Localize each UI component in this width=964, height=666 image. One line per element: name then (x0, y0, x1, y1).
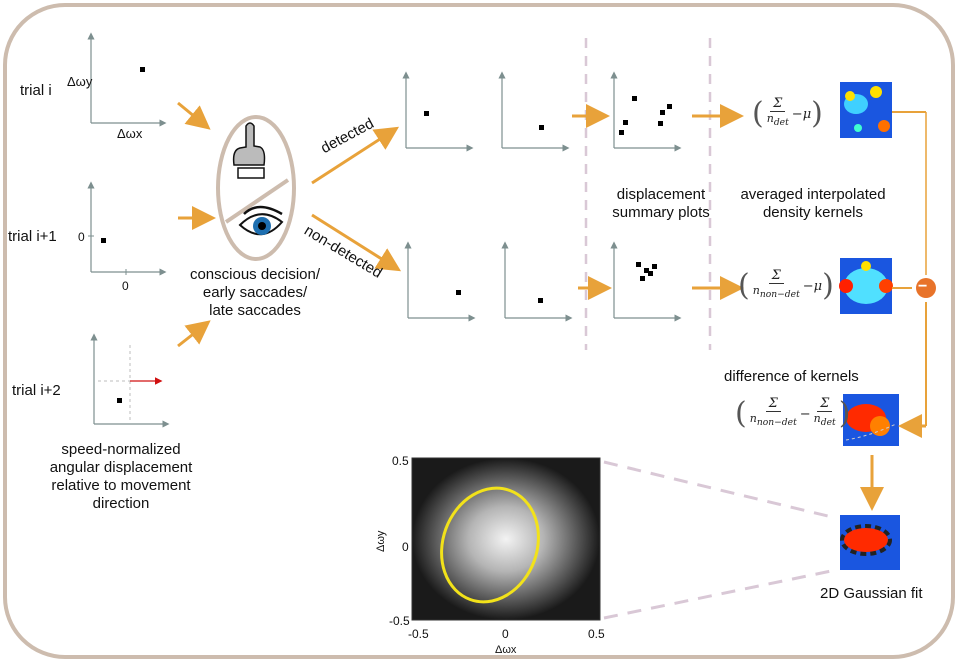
nondetected-plots (404, 241, 682, 322)
big-plot-ytick-bottom: -0.5 (389, 614, 410, 628)
gaussian-fit-heatmap (840, 515, 900, 570)
hand-icon (232, 122, 266, 179)
trial-arrows (177, 101, 216, 348)
detected-points (424, 96, 672, 135)
trial-i-point (140, 67, 145, 72)
minus-symbol: − (918, 278, 928, 295)
kernel-nondetected-heatmap (839, 258, 893, 314)
trial-i-ylabel: Δωy (67, 74, 93, 89)
branch-arrows (311, 126, 402, 272)
big-plot-ytick-top: 0.5 (392, 454, 409, 468)
eye-icon (238, 205, 284, 236)
big-plot-xtick-mid: 0 (502, 627, 509, 641)
zoom-lines (603, 460, 837, 620)
diagram-frame (3, 3, 955, 659)
kernel-difference-heatmap (843, 394, 899, 446)
big-plot-xlabel: Δωx (495, 644, 517, 656)
summary-arrows (572, 104, 744, 300)
trial-i1-xtick: 0 (122, 279, 129, 293)
minus-circle (916, 278, 936, 298)
big-plot-ytick-mid: 0 (402, 540, 409, 554)
decision-ellipse (216, 115, 296, 261)
difference-title: difference of kernels (724, 368, 859, 385)
trial-i2-axes (90, 333, 170, 428)
kernel-connectors (860, 111, 927, 511)
gaussian-fit-label: 2D Gaussian fit (820, 585, 923, 602)
trial-i2-label: trial i+2 (12, 382, 61, 399)
separator-lines (584, 38, 712, 350)
big-plot-ylabel: Δωy (375, 530, 387, 552)
trial-i1-label: trial i+1 (8, 228, 57, 245)
trial-i1-ytick: 0 (78, 230, 85, 244)
gaussian-plot (411, 457, 601, 621)
trial-i-axes (87, 32, 167, 127)
trial-i-label: trial i (20, 82, 52, 99)
nondetected-points (456, 262, 657, 303)
decision-caption: conscious decision/early saccades/late s… (189, 266, 321, 319)
trial-i2-point (117, 398, 122, 403)
big-plot-xtick-left: -0.5 (408, 627, 429, 641)
detected-plots (402, 71, 682, 152)
kernel-detected-heatmap (840, 82, 892, 138)
big-plot-xtick-right: 0.5 (588, 627, 605, 641)
trial-i1-axes (87, 181, 167, 276)
trial-i-xlabel: Δωx (117, 126, 143, 141)
trial-i1-point (101, 238, 106, 243)
